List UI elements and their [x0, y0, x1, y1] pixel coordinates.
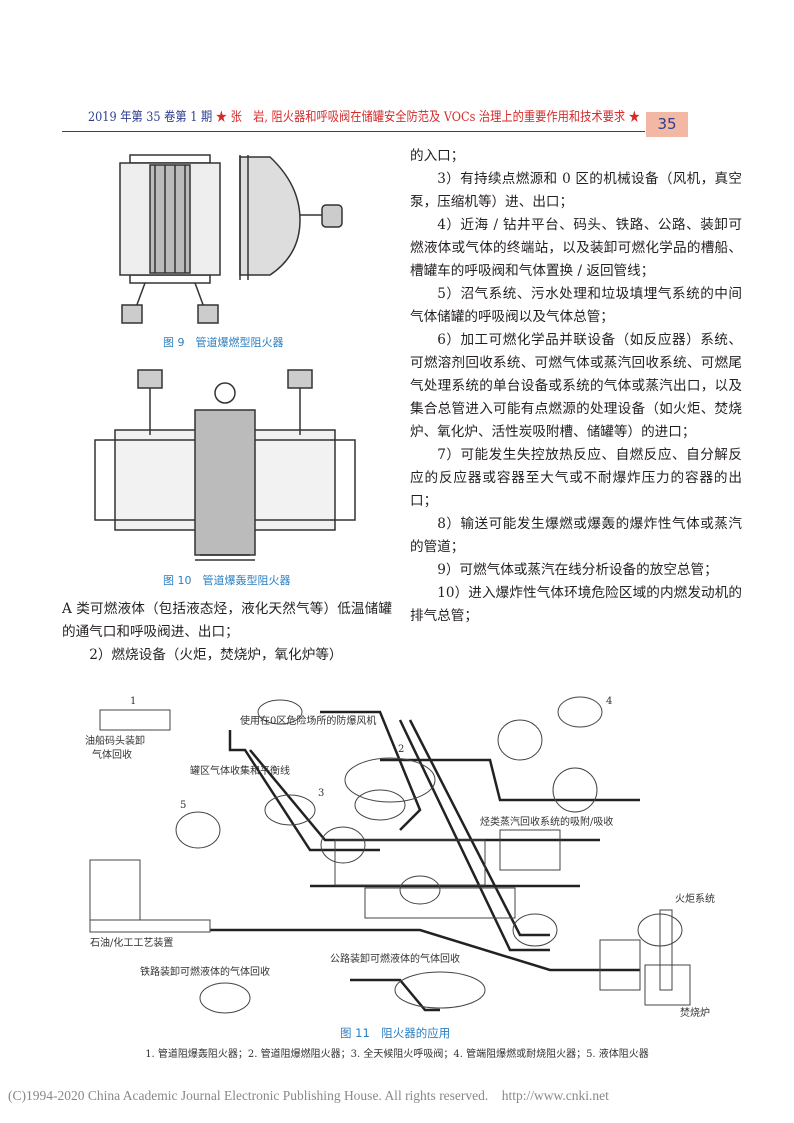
header-rule	[62, 131, 645, 132]
paragraph: 的入口；	[410, 148, 465, 164]
article-title: 张 岩, 阻火器和呼吸阀在储罐安全防范及 VOCs 治理上的重要作用和技术要求	[230, 110, 626, 125]
callout-number: 3	[318, 788, 324, 799]
label-tank-area: 罐区气体收集和平衡线	[190, 764, 290, 777]
star-icon: ★	[628, 110, 640, 125]
label-rail: 铁路装卸可燃液体的气体回收	[140, 965, 270, 978]
paragraph: 5）沼气系统、污水处理和垃圾填埋气系统的中间气体储罐的呼吸阀以及气体总管；	[410, 286, 742, 325]
label-road: 公路装卸可燃液体的气体回收	[330, 952, 460, 965]
right-column-text: 的入口； 3）有持续点燃源和 0 区的机械设备（风机，真空泵，压缩机等）进、出口…	[410, 145, 742, 628]
callout-number: 1	[130, 696, 136, 707]
callout-number: 4	[606, 696, 612, 707]
callout-number: 5	[180, 800, 186, 811]
paragraph: 4）近海 / 钻井平台、码头、铁路、公路、装卸可燃液体或气体的终端站，以及装卸可…	[410, 217, 742, 279]
figure-11-caption: 图 11 阻火器的应用	[340, 1026, 451, 1040]
paragraph: 9）可燃气体或蒸汽在线分析设备的放空总管；	[437, 562, 718, 578]
paragraph: 2）燃烧设备（火炬，焚烧炉，氧化炉等）	[89, 647, 343, 663]
page-number: 35	[646, 112, 688, 137]
label-dock: 油船码头装卸	[85, 734, 145, 747]
label-incinerator: 焚烧炉	[680, 1006, 710, 1019]
journal-issue: 2019 年第 35 卷第 1 期	[88, 110, 213, 125]
figure-10-caption: 图 10 管道爆轰型阻火器	[163, 574, 291, 587]
paragraph: 3）有持续点燃源和 0 区的机械设备（风机，真空泵，压缩机等）进、出口；	[410, 171, 742, 210]
callout-number: 2	[398, 744, 404, 755]
running-header-box: 2019 年第 35 卷第 1 期 ★ 张 岩, 阻火器和呼吸阀在储罐安全防范及…	[88, 106, 640, 126]
label-fan: 使用在0区危险场所的防爆风机	[240, 714, 376, 727]
figure-9-caption: 图 9 管道爆燃型阻火器	[163, 336, 284, 349]
paragraph: A 类可燃液体（包括液态烃，液化天然气等）低温储罐的通气口和呼吸阀进、出口；	[62, 601, 392, 640]
label-vapor-recovery: 烃类蒸汽回收系统的吸附/吸收	[480, 815, 613, 828]
paragraph: 6）加工可燃化学品并联设备（如反应器）系统、可燃溶剂回收系统、可燃气体或蒸汽回收…	[410, 332, 742, 440]
label-dock-gas: 气体回收	[92, 748, 132, 761]
running-header: 2019 年第 35 卷第 1 期 ★ 张 岩, 阻火器和呼吸阀在储罐安全防范及…	[88, 106, 640, 125]
figure-11-diagram: 1 油船码头装卸 气体回收 使用在0区危险场所的防爆风机 2 罐区气体收集和平衡…	[85, 696, 715, 1019]
paragraph: 10）进入爆炸性气体环境危险区域的内燃发动机的排气总管；	[410, 585, 742, 624]
copyright-footer: (C)1994-2020 China Academic Journal Elec…	[8, 1088, 609, 1103]
label-flare: 火炬系统	[675, 892, 715, 905]
label-petrochemical: 石油/化工工艺装置	[90, 936, 173, 949]
figure-11-legend: 1. 管道阻爆轰阻火器；2. 管道阻爆燃阻火器；3. 全天候阻火呼吸阀；4. 管…	[145, 1049, 649, 1060]
paragraph: 8）输送可能发生爆燃或爆轰的爆炸性气体或蒸汽的管道；	[410, 516, 742, 555]
star-icon: ★	[215, 110, 228, 125]
figure-9-image	[119, 154, 343, 324]
figure-10-image	[94, 369, 356, 561]
paragraph: 7）可能发生失控放热反应、自燃反应、自分解反应的反应器或容器至大气或不耐爆炸压力…	[410, 447, 742, 509]
left-column-text: A 类可燃液体（包括液态烃，液化天然气等）低温储罐的通气口和呼吸阀进、出口； 2…	[62, 598, 392, 667]
